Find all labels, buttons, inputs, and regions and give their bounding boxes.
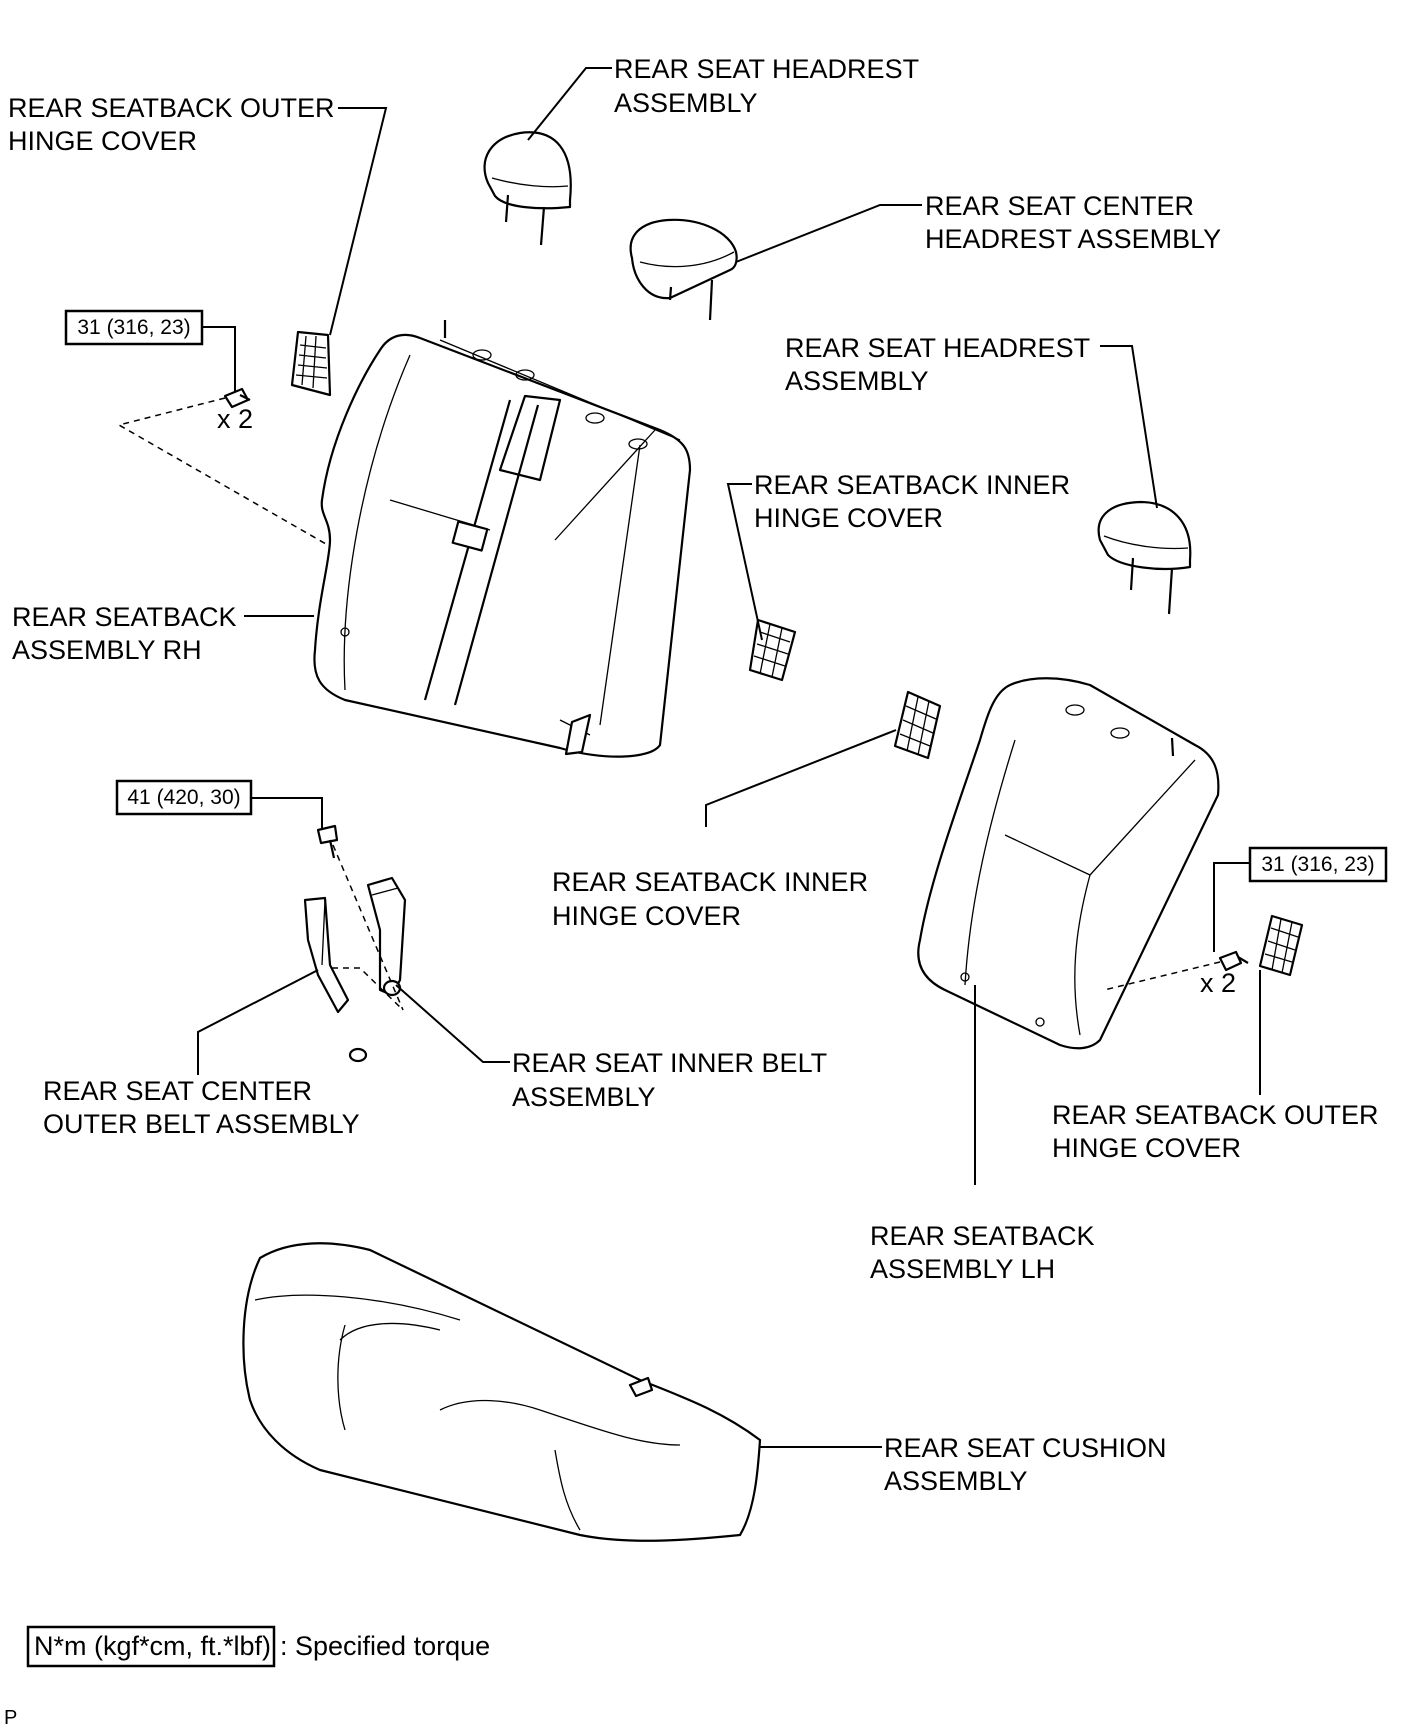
seat-cushion-drawing (242, 1242, 762, 1542)
dashed-lines (117, 397, 1221, 1011)
svg-text:REAR SEAT HEADREST: REAR SEAT HEADREST (614, 54, 919, 84)
label-inner-hinge-cover-lower: REAR SEATBACK INNER HINGE COVER (552, 867, 868, 931)
rh-outer-hinge-cover-drawing (290, 330, 332, 397)
svg-text:HEADREST ASSEMBLY: HEADREST ASSEMBLY (925, 224, 1221, 254)
torque-box-lh-seatback: 31 (316, 23) (1248, 846, 1388, 883)
label-seatback-rh: REAR SEATBACK ASSEMBLY RH (12, 602, 237, 665)
svg-text:REAR SEATBACK: REAR SEATBACK (870, 1221, 1095, 1251)
legend-description: : Specified torque (280, 1631, 490, 1661)
svg-text:HINGE COVER: HINGE COVER (754, 503, 943, 533)
headrest-rh-drawing (483, 131, 572, 246)
svg-text:OUTER BELT ASSEMBLY: OUTER BELT ASSEMBLY (43, 1109, 360, 1139)
lh-bolt-quantity: x 2 (1200, 968, 1236, 998)
svg-text:REAR SEATBACK INNER: REAR SEATBACK INNER (552, 867, 868, 897)
headrest-lh-drawing (1097, 500, 1192, 615)
svg-text:REAR SEAT INNER BELT: REAR SEAT INNER BELT (512, 1048, 827, 1078)
torque-box-belt: 41 (420, 30) (115, 779, 253, 816)
torque-value: 41 (420, 30) (127, 786, 240, 809)
corner-mark: P (4, 1707, 17, 1729)
label-center-outer-belt: REAR SEAT CENTER OUTER BELT ASSEMBLY (43, 1076, 360, 1139)
torque-value: 31 (316, 23) (77, 316, 190, 339)
svg-text:ASSEMBLY LH: ASSEMBLY LH (870, 1254, 1055, 1284)
label-seat-cushion: REAR SEAT CUSHION ASSEMBLY (884, 1433, 1167, 1496)
svg-text:ASSEMBLY RH: ASSEMBLY RH (12, 635, 202, 665)
svg-text:ASSEMBLY: ASSEMBLY (512, 1082, 656, 1112)
svg-text:REAR SEATBACK: REAR SEATBACK (12, 602, 237, 632)
belt-bolt-drawing (316, 824, 339, 859)
svg-text:REAR SEAT HEADREST: REAR SEAT HEADREST (785, 333, 1090, 363)
label-lh-outer-hinge-cover: REAR SEATBACK OUTER HINGE COVER (1052, 1100, 1379, 1163)
svg-text:ASSEMBLY: ASSEMBLY (785, 366, 929, 396)
svg-text:HINGE COVER: HINGE COVER (1052, 1133, 1241, 1163)
center-outer-belt-drawing (303, 896, 368, 1063)
label-headrest-rh: REAR SEAT HEADREST ASSEMBLY (614, 54, 919, 118)
label-inner-belt: REAR SEAT INNER BELT ASSEMBLY (512, 1048, 827, 1112)
svg-text:REAR SEAT CENTER: REAR SEAT CENTER (43, 1076, 312, 1106)
label-inner-hinge-cover-upper: REAR SEATBACK INNER HINGE COVER (754, 470, 1070, 533)
legend-unit: N*m (kgf*cm, ft.*lbf) (34, 1631, 271, 1661)
lh-seatback-bolt-drawing (1218, 950, 1249, 972)
torque-value: 31 (316, 23) (1261, 853, 1374, 876)
svg-text:REAR SEATBACK OUTER: REAR SEATBACK OUTER (1052, 1100, 1379, 1130)
lh-outer-hinge-cover-drawing (1258, 914, 1304, 977)
svg-text:HINGE COVER: HINGE COVER (8, 126, 197, 156)
inner-hinge-cover-upper-drawing (748, 618, 797, 682)
svg-text:ASSEMBLY: ASSEMBLY (614, 88, 758, 118)
inner-belt-drawing (366, 876, 407, 997)
rh-bolt-quantity: x 2 (217, 404, 253, 434)
torque-legend: N*m (kgf*cm, ft.*lbf) : Specified torque (26, 1625, 490, 1668)
seatback-rh-drawing (313, 320, 692, 758)
svg-text:ASSEMBLY: ASSEMBLY (884, 1466, 1028, 1496)
svg-text:REAR SEATBACK INNER: REAR SEATBACK INNER (754, 470, 1070, 500)
label-rh-outer-hinge-cover: REAR SEATBACK OUTER HINGE COVER (8, 93, 335, 156)
torque-box-rh-seatback: 31 (316, 23) (64, 309, 204, 346)
svg-text:REAR SEAT CENTER: REAR SEAT CENTER (925, 191, 1194, 221)
label-center-headrest: REAR SEAT CENTER HEADREST ASSEMBLY (925, 191, 1221, 254)
center-headrest-drawing (629, 218, 738, 321)
leader-lines (197, 67, 1261, 1448)
rh-seatback-bolt-drawing (223, 387, 251, 409)
svg-text:REAR SEATBACK OUTER: REAR SEATBACK OUTER (8, 93, 335, 123)
seatback-lh-drawing (917, 677, 1220, 1050)
svg-text:HINGE COVER: HINGE COVER (552, 901, 741, 931)
svg-text:REAR SEAT CUSHION: REAR SEAT CUSHION (884, 1433, 1167, 1463)
label-headrest-lh: REAR SEAT HEADREST ASSEMBLY (785, 333, 1090, 396)
label-seatback-lh: REAR SEATBACK ASSEMBLY LH (870, 1221, 1095, 1284)
inner-hinge-cover-lower-drawing (893, 690, 942, 760)
